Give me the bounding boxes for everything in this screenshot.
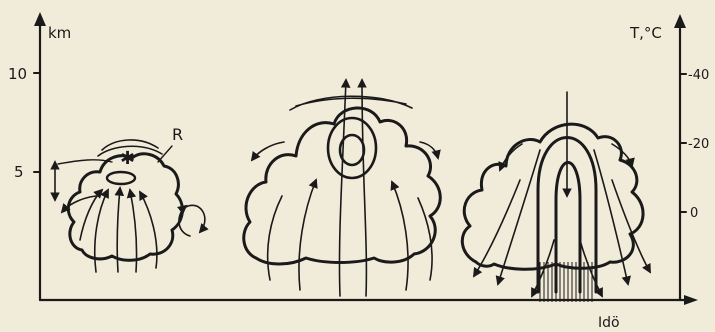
region-label-r: R — [172, 125, 183, 144]
left-axis-unit: km — [48, 24, 71, 42]
r-leader-line — [158, 146, 172, 162]
time-axis-label: Idö — [598, 315, 620, 331]
right-tick-label-20: -20 — [688, 137, 709, 152]
left-tick-label-10: 10 — [8, 65, 27, 83]
developing-core-outline — [107, 172, 135, 184]
stage-mature-cell — [244, 80, 441, 296]
right-tick-label-40: -40 — [688, 68, 709, 83]
left-axis-arrowhead — [34, 12, 46, 26]
snow-star-icon: ✱ — [120, 148, 135, 169]
left-tick-label-5: 5 — [14, 163, 24, 181]
stage-dissipating-cell — [462, 92, 650, 302]
baseline-arrowhead — [684, 295, 698, 305]
right-axis-arrowhead — [674, 14, 686, 28]
stage-developing-cell: ✱ R — [55, 125, 205, 272]
developing-cloud-outline — [68, 154, 182, 260]
right-axis-unit: T,°C — [629, 24, 662, 42]
right-tick-label-0: 0 — [690, 206, 698, 221]
mature-core-outer — [328, 118, 376, 178]
